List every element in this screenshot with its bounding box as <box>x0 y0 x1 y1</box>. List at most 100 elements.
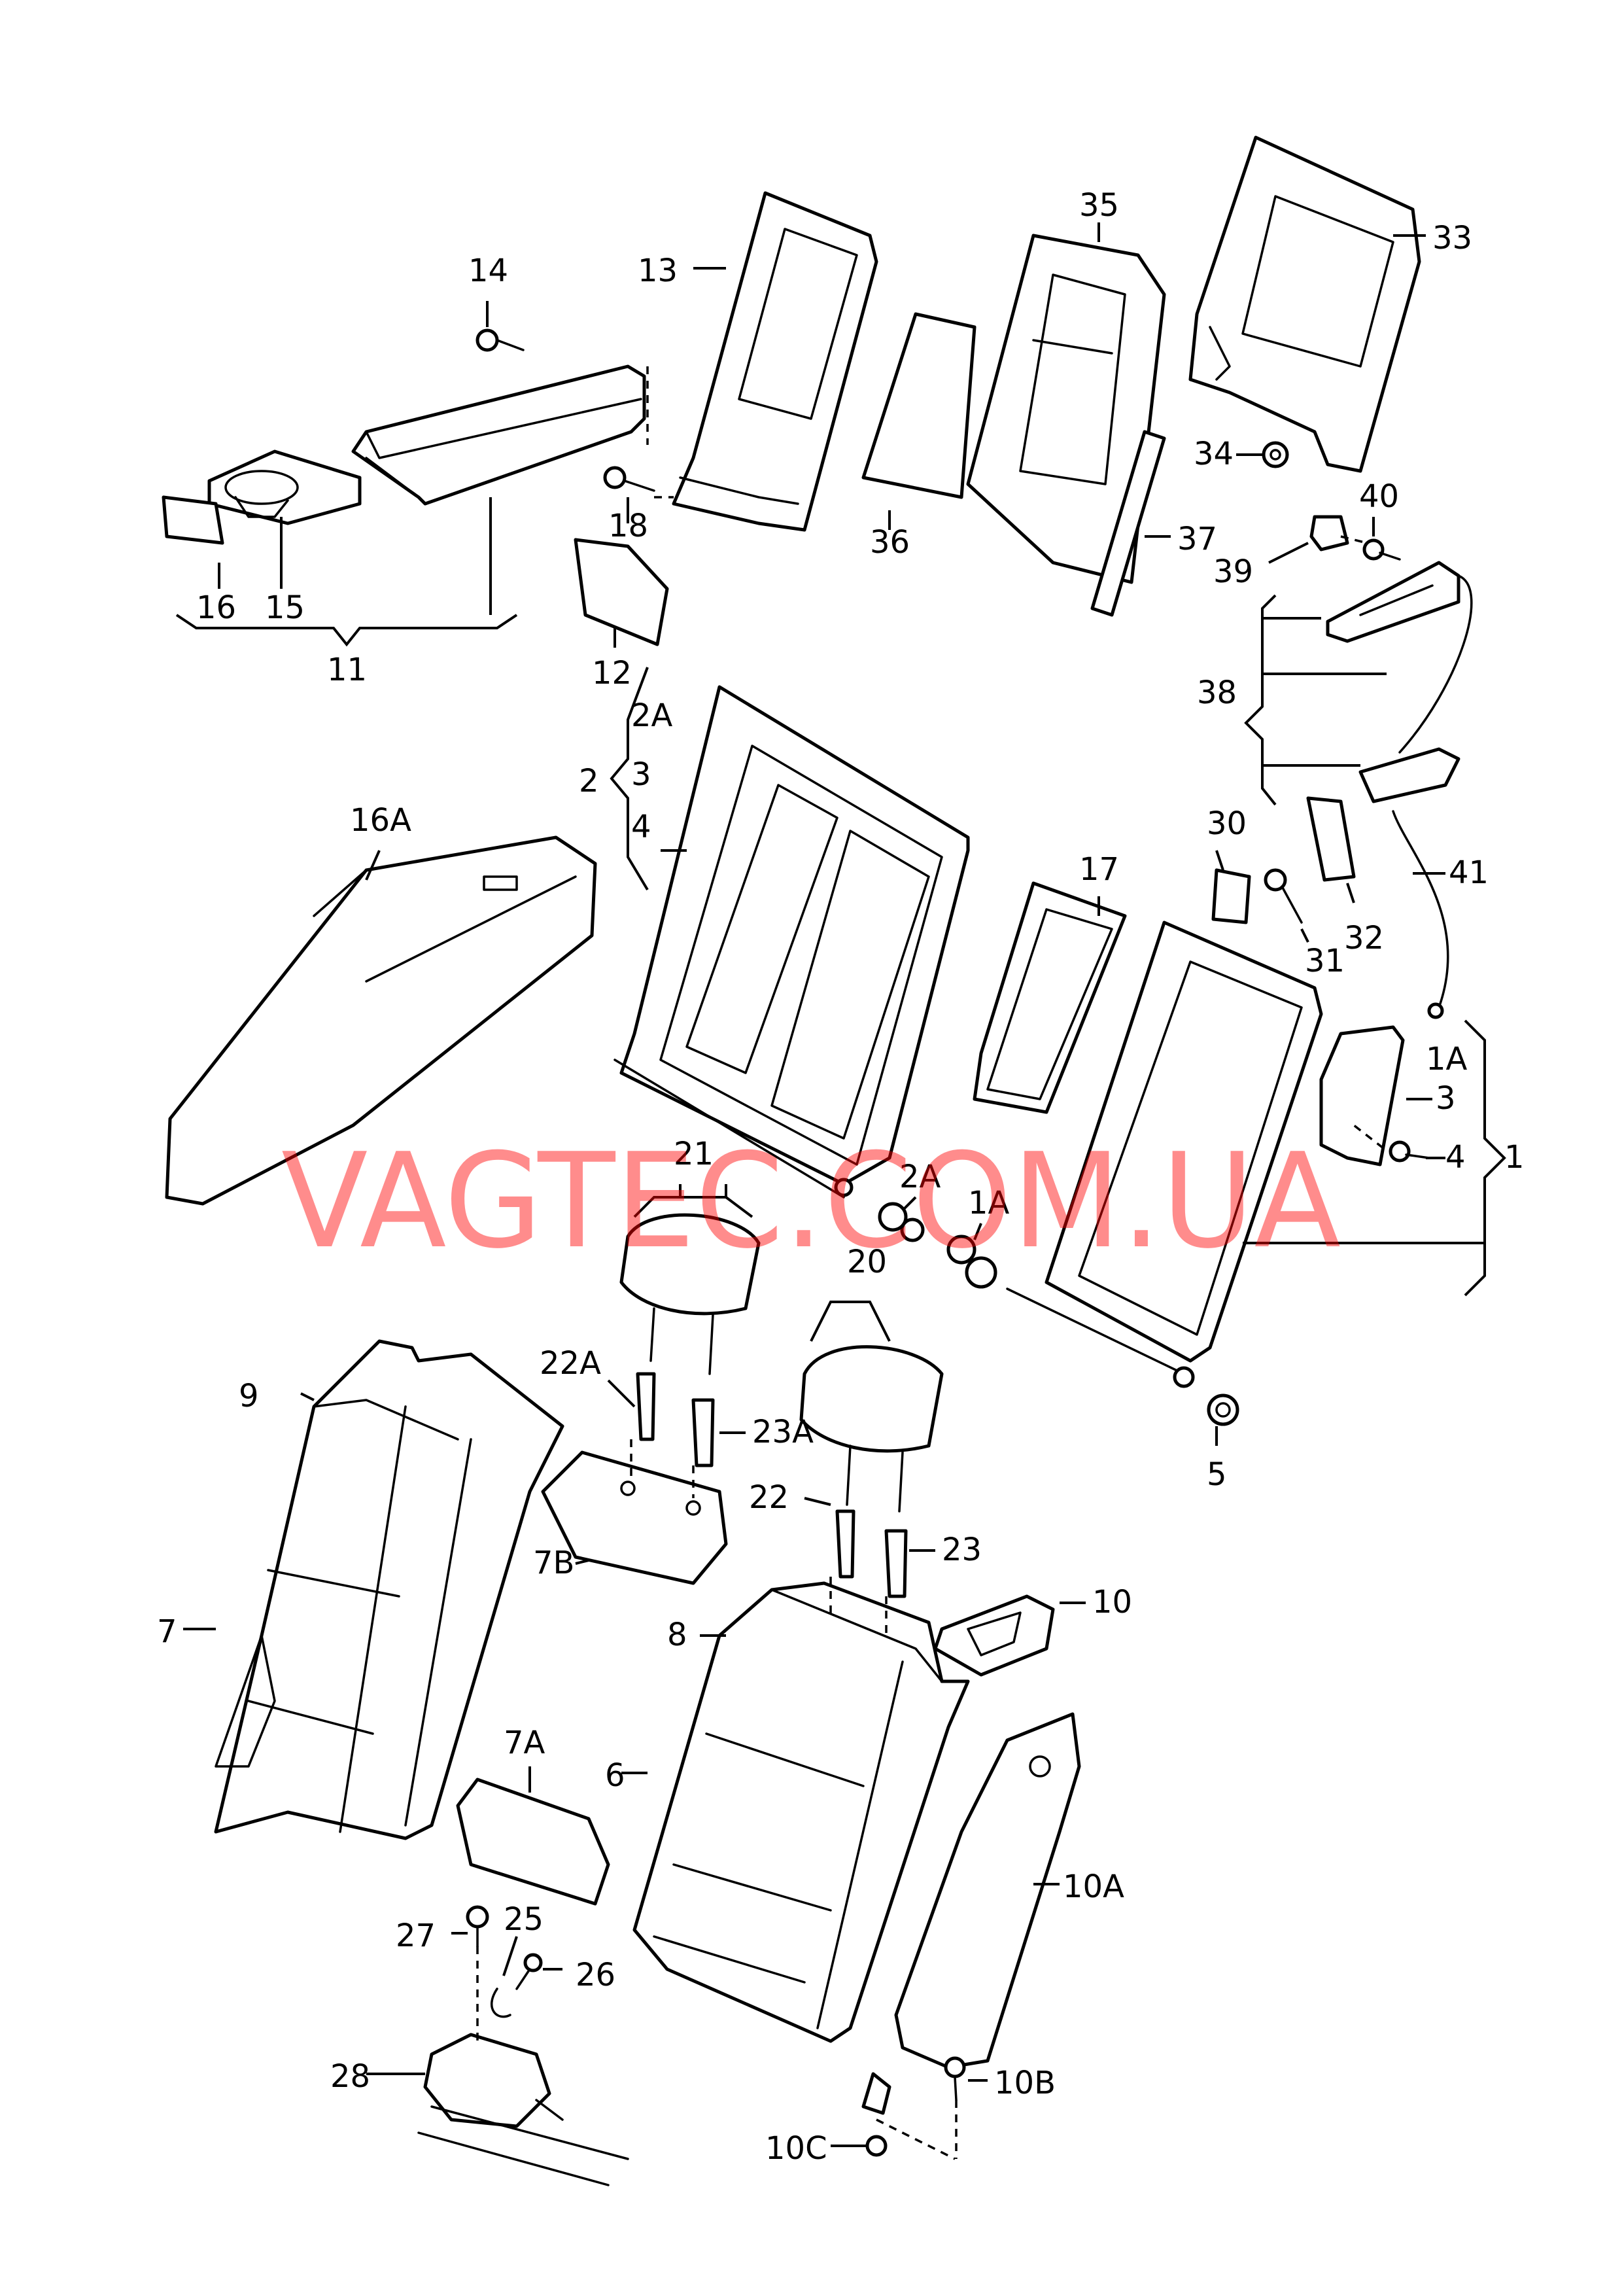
cup-holder[interactable] <box>207 449 362 525</box>
label-22A: 22A <box>540 1345 601 1382</box>
label-2A-mid: 2A <box>899 1159 941 1195</box>
guide-sleeve-23A[interactable] <box>691 1398 715 1467</box>
label-13: 13 <box>638 253 678 289</box>
label-18: 18 <box>608 508 648 544</box>
label-39: 39 <box>1213 553 1253 590</box>
cap-5[interactable] <box>1207 1393 1239 1426</box>
bushing-1A[interactable] <box>946 1235 997 1289</box>
screw-10B[interactable] <box>944 2056 966 2101</box>
label-23A: 23A <box>752 1414 814 1450</box>
screw-27[interactable] <box>466 1905 489 1948</box>
label-37: 37 <box>1177 521 1217 557</box>
backrest-cover-9[interactable] <box>214 1339 564 1840</box>
label-2A-top: 2A <box>631 697 673 734</box>
label-7A: 7A <box>504 1725 545 1761</box>
backrest-frame-33[interactable] <box>1188 135 1421 473</box>
label-5: 5 <box>1207 1456 1227 1493</box>
screw-26[interactable] <box>515 1953 543 1990</box>
backrest-frame-2[interactable] <box>613 685 970 1199</box>
label-16A: 16A <box>350 802 411 839</box>
side-trim-10A[interactable] <box>894 1712 1081 2069</box>
label-10A: 10A <box>1063 1868 1124 1905</box>
label-35: 35 <box>1079 187 1119 224</box>
label-3-right: 3 <box>1436 1080 1456 1117</box>
label-3-left: 3 <box>631 756 651 793</box>
label-31: 31 <box>1305 943 1345 979</box>
label-2: 2 <box>579 763 599 799</box>
guide-sleeve-23[interactable] <box>884 1529 908 1598</box>
screw-40[interactable] <box>1362 538 1401 561</box>
screw-14[interactable] <box>475 328 525 352</box>
label-6: 6 <box>605 1757 625 1794</box>
pad-7B[interactable] <box>541 1450 728 1585</box>
label-28: 28 <box>330 2058 370 2095</box>
label-17: 17 <box>1079 851 1119 888</box>
label-30: 30 <box>1207 805 1247 842</box>
label-1A-mid: 1A <box>968 1185 1010 1221</box>
backrest-cover-8[interactable] <box>632 1581 970 2043</box>
label-38: 38 <box>1197 674 1237 711</box>
cover-cap[interactable] <box>162 495 224 545</box>
trim-cover-12[interactable] <box>574 538 669 646</box>
guide-sleeve-22[interactable] <box>835 1509 855 1579</box>
label-20: 20 <box>847 1244 887 1280</box>
label-26: 26 <box>576 1957 615 1993</box>
bolt-31[interactable] <box>1264 868 1303 924</box>
screw-18[interactable] <box>603 466 655 492</box>
hinge-28[interactable] <box>417 2033 629 2186</box>
release-handle-38[interactable] <box>1326 561 1460 803</box>
label-10C: 10C <box>765 2130 827 2167</box>
bracket-10C[interactable] <box>861 2072 891 2157</box>
label-10: 10 <box>1092 1584 1132 1621</box>
label-33: 33 <box>1432 220 1472 256</box>
cover-39[interactable] <box>1309 515 1349 552</box>
label-21: 21 <box>674 1136 714 1172</box>
watermark: VAGTEC.COM.UA <box>281 1125 1341 1278</box>
cover-32[interactable] <box>1306 796 1356 882</box>
label-22: 22 <box>749 1479 789 1516</box>
head-restraint-20[interactable] <box>799 1345 944 1513</box>
cable-41[interactable] <box>1392 574 1473 1019</box>
label-4-right: 4 <box>1445 1139 1466 1176</box>
panel-36[interactable] <box>861 312 976 499</box>
armrest-frame-13[interactable] <box>672 191 878 532</box>
clip-25[interactable] <box>490 1988 511 2018</box>
label-41: 41 <box>1449 854 1489 891</box>
label-12: 12 <box>592 655 632 692</box>
label-4-left: 4 <box>631 809 651 845</box>
armrest-lid[interactable] <box>351 364 646 506</box>
dashed-guides <box>476 366 1385 2160</box>
bracket-30[interactable] <box>1211 868 1251 924</box>
label-32: 32 <box>1344 920 1384 956</box>
label-1: 1 <box>1504 1139 1525 1176</box>
label-10B: 10B <box>994 2065 1056 2101</box>
label-34: 34 <box>1194 436 1234 472</box>
backrest-frame-1[interactable] <box>1006 920 1323 1388</box>
hinge-cover-3[interactable] <box>1319 1025 1405 1166</box>
trim-10[interactable] <box>933 1594 1055 1677</box>
bushing-2A[interactable] <box>878 1202 925 1242</box>
label-23: 23 <box>942 1532 982 1568</box>
head-restraint-21[interactable] <box>619 1213 761 1375</box>
nut-34[interactable] <box>1262 441 1289 468</box>
label-36: 36 <box>870 524 910 561</box>
trim-strip-37[interactable] <box>1090 430 1166 617</box>
pad-7A[interactable] <box>456 1778 610 1906</box>
pad-17[interactable] <box>973 881 1127 1114</box>
label-16: 16 <box>196 589 236 626</box>
label-7: 7 <box>157 1613 177 1650</box>
label-11: 11 <box>327 652 367 688</box>
guide-sleeve-22A[interactable] <box>636 1372 656 1441</box>
backrest-frame-35[interactable] <box>966 234 1166 584</box>
leader-lines <box>175 222 1506 2147</box>
armrest-cushion-16A[interactable] <box>165 835 597 1206</box>
label-9: 9 <box>239 1378 259 1414</box>
label-14: 14 <box>468 253 508 289</box>
label-25: 25 <box>504 1901 544 1938</box>
callout-labels: 14 13 35 33 18 36 37 34 40 39 16 15 11 1… <box>157 187 1525 2167</box>
screw-4[interactable] <box>1389 1140 1430 1163</box>
label-8: 8 <box>667 1617 687 1653</box>
label-15: 15 <box>265 589 305 626</box>
label-40: 40 <box>1359 478 1399 515</box>
